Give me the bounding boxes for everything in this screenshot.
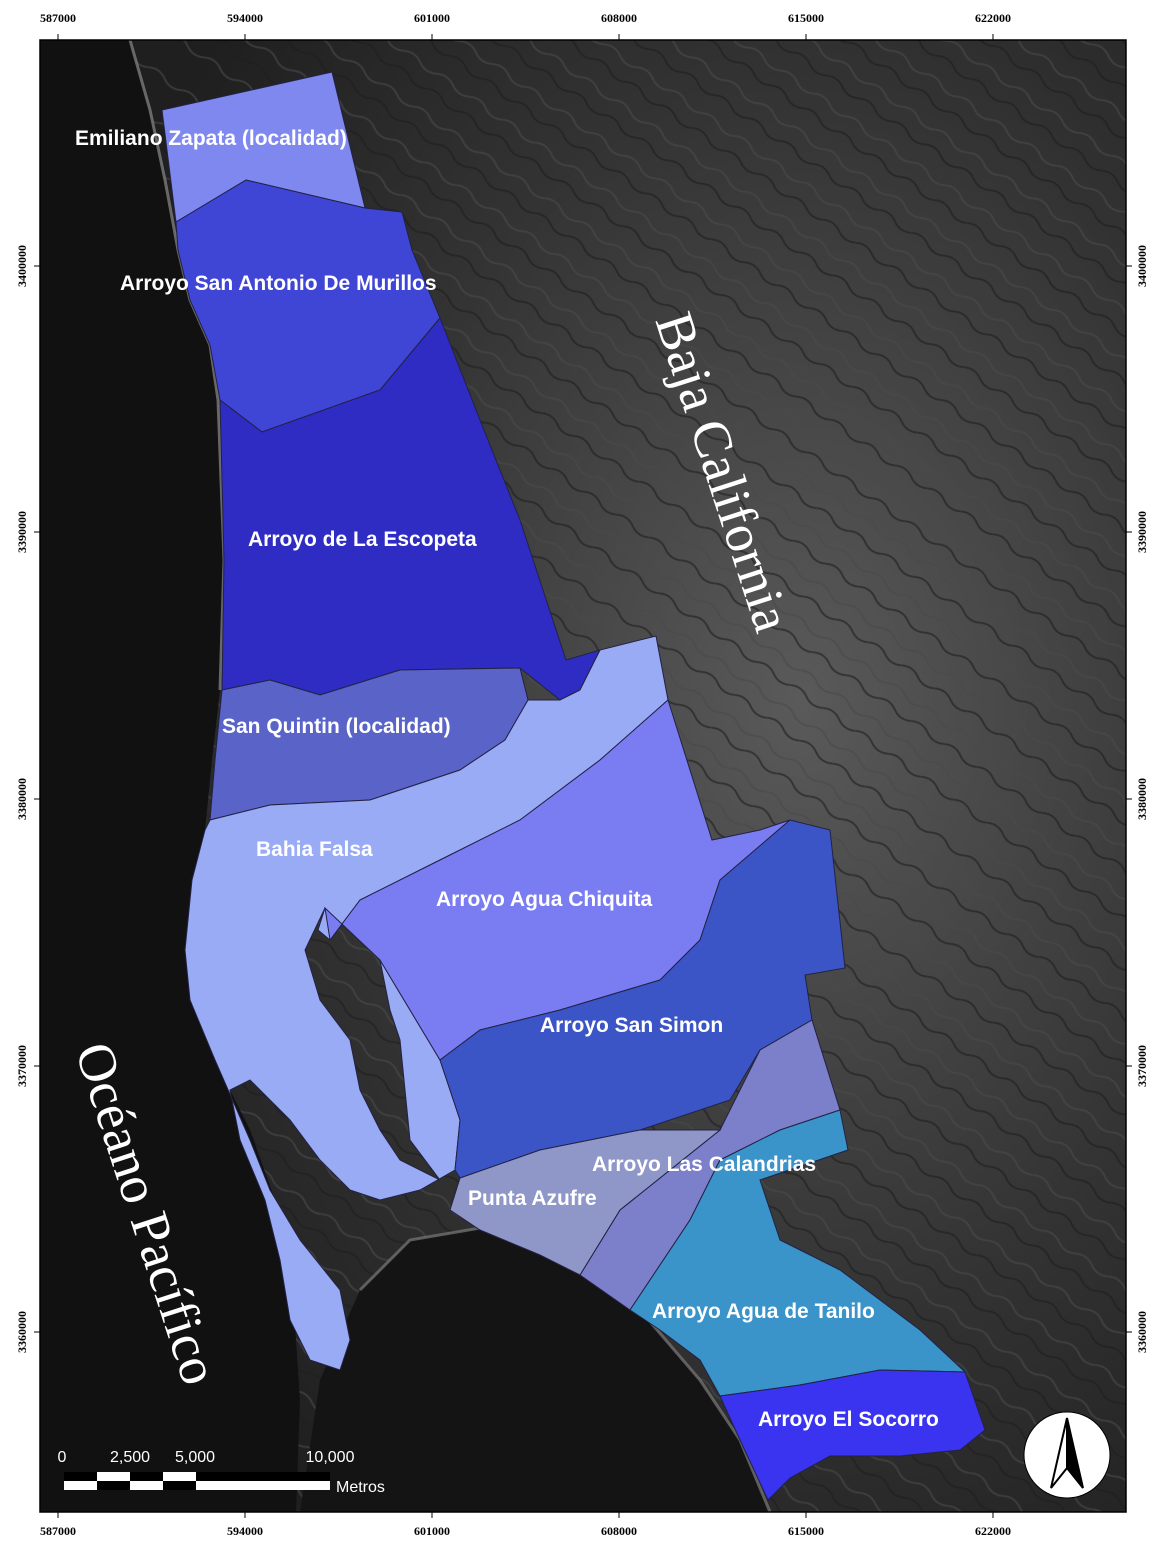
- north-arrow-icon: [1023, 1411, 1111, 1499]
- zone-label: Arroyo Agua de Tanilo: [652, 1300, 875, 1323]
- scale-segment: [97, 1481, 130, 1490]
- y-tick-label: 3370000: [1135, 1045, 1149, 1087]
- zone-punta-azufre[interactable]: [449, 1129, 722, 1276]
- zone-label: San Quintin (localidad): [222, 715, 451, 738]
- zone-label: Emiliano Zapata (localidad): [75, 127, 347, 150]
- x-tick-label: 587000: [40, 1524, 76, 1538]
- scale-label: 5,000: [175, 1449, 215, 1466]
- zone-label: Arroyo San Simon: [540, 1014, 723, 1037]
- zone-label: Arroyo Las Calandrias: [592, 1153, 816, 1176]
- zone-label: Arroyo Agua Chiquita: [436, 888, 653, 911]
- ocean-area: [40, 40, 300, 1512]
- zone-label: Bahia Falsa: [256, 838, 373, 861]
- scale-segment: [163, 1481, 196, 1490]
- zone-labels: Emiliano Zapata (localidad) Arroyo San A…: [75, 127, 939, 1431]
- scale-unit: Metros: [336, 1479, 385, 1496]
- y-tick-label: 3360000: [1135, 1311, 1149, 1353]
- y-tick-label: 3390000: [1135, 511, 1149, 553]
- zone-arroyo-el-socorro[interactable]: [719, 1369, 986, 1501]
- x-tick-label: 594000: [227, 1524, 263, 1538]
- x-tick-label: 594000: [227, 11, 263, 25]
- scale-bar: 0 2,500 5,000 10,000 Metros: [58, 1449, 385, 1496]
- scale-label: 2,500: [110, 1449, 150, 1466]
- x-tick-label: 622000: [975, 1524, 1011, 1538]
- y-tick-label: 3400000: [1135, 245, 1149, 287]
- zones-layer: [161, 71, 986, 1501]
- x-tick-label: 587000: [40, 11, 76, 25]
- top-axis: 587000 594000 601000 608000 615000 62200…: [40, 11, 1011, 40]
- x-tick-label: 615000: [788, 1524, 824, 1538]
- x-tick-label: 622000: [975, 11, 1011, 25]
- zone-label: Arroyo de La Escopeta: [248, 528, 477, 551]
- scale-label: 10,000: [306, 1449, 355, 1466]
- right-axis: 3400000 3390000 3380000 3370000 3360000: [1126, 245, 1149, 1353]
- scale-label: 0: [58, 1449, 67, 1466]
- zone-label: Punta Azufre: [468, 1187, 597, 1210]
- left-axis: 3400000 3390000 3380000 3370000 3360000: [15, 245, 40, 1353]
- y-tick-label: 3400000: [15, 245, 29, 287]
- scale-segment: [196, 1472, 330, 1481]
- x-tick-label: 601000: [414, 11, 450, 25]
- x-tick-label: 608000: [601, 11, 637, 25]
- y-tick-label: 3370000: [15, 1045, 29, 1087]
- y-tick-label: 3360000: [15, 1311, 29, 1353]
- x-tick-label: 601000: [414, 1524, 450, 1538]
- scale-segment: [130, 1472, 163, 1481]
- bottom-axis: 587000 594000 601000 608000 615000 62200…: [40, 1512, 1011, 1538]
- map-frame: [39, 39, 1127, 1513]
- zone-label: Arroyo El Socorro: [758, 1408, 939, 1431]
- x-tick-label: 608000: [601, 1524, 637, 1538]
- y-tick-label: 3390000: [15, 511, 29, 553]
- y-tick-label: 3380000: [1135, 778, 1149, 820]
- southern-bay: [300, 1228, 770, 1512]
- y-tick-label: 3380000: [15, 778, 29, 820]
- zone-bahia-falsa[interactable]: [184, 635, 669, 1371]
- scale-segment: [64, 1472, 97, 1481]
- x-tick-label: 615000: [788, 11, 824, 25]
- zone-label: Arroyo San Antonio De Murillos: [120, 272, 437, 295]
